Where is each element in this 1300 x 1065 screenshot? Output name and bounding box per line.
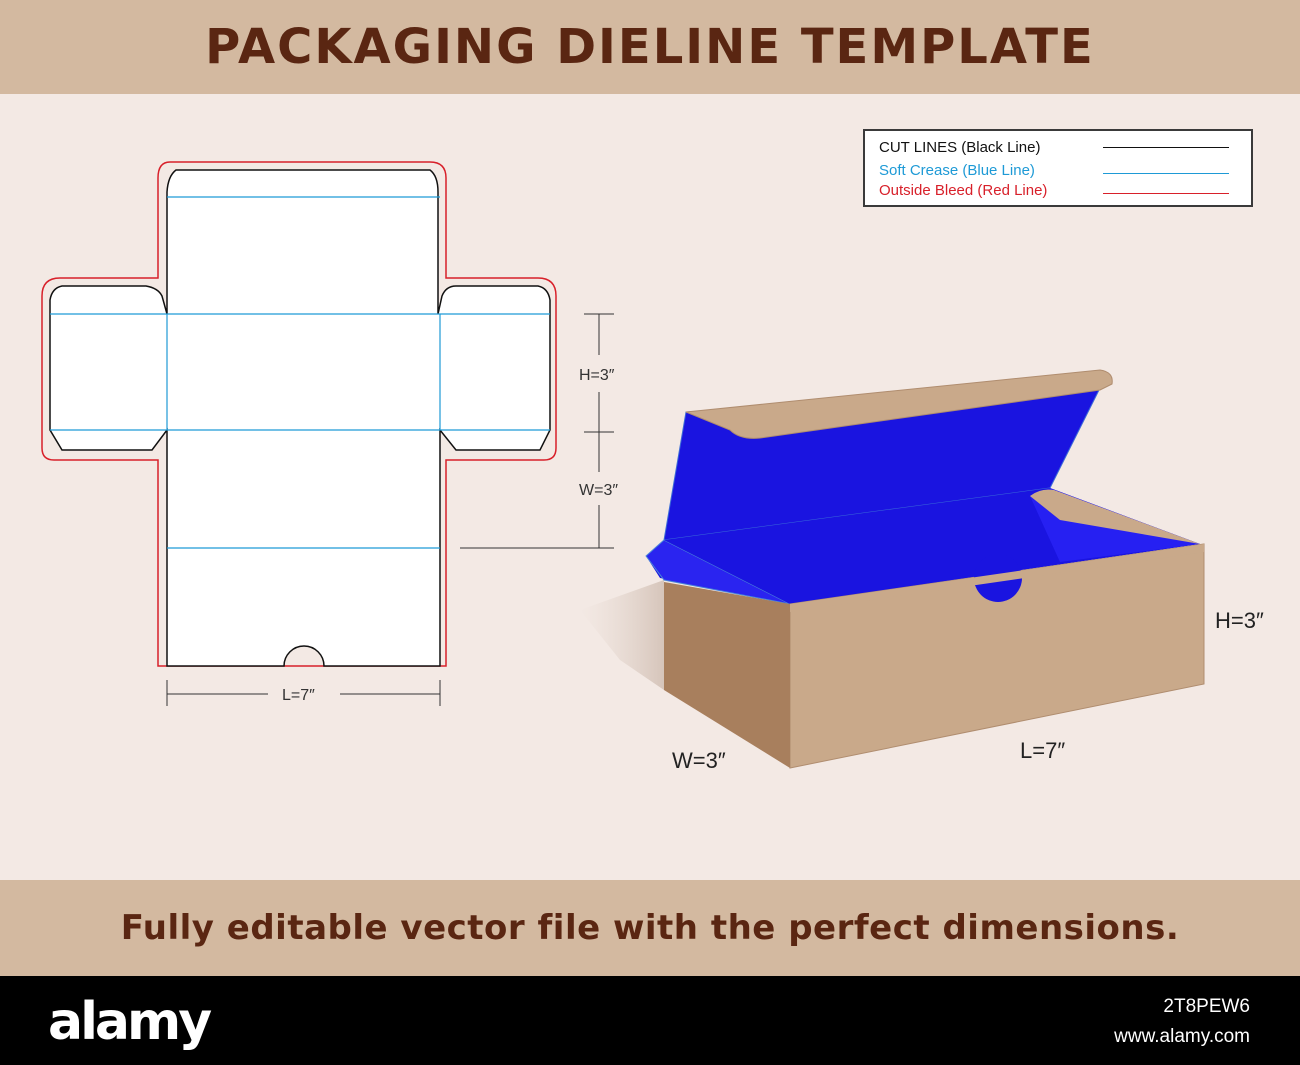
dieline-height-label: H=3″ — [579, 367, 615, 384]
footer-tagline: Fully editable vector file with the perf… — [0, 880, 1300, 976]
box-side-face — [664, 582, 790, 768]
dieline-diagram: L=7″ H=3″ W=3″ H=3″ L=7″ W=3″ — [41, 161, 1264, 773]
legend-crease-label: Soft Crease (Blue Line) — [879, 162, 1035, 179]
legend-crease-swatch — [1103, 173, 1229, 174]
watermark-logo: alamy — [48, 992, 212, 1052]
crease-lines — [50, 196, 550, 549]
box-length-label: L=7″ — [1020, 738, 1065, 763]
cut-outline — [49, 169, 551, 667]
bleed-outline — [41, 161, 557, 667]
line-legend: CUT LINES (Black Line) Soft Crease (Blue… — [863, 129, 1253, 207]
dieline-dimension-lines — [166, 313, 614, 706]
legend-cut-label: CUT LINES (Black Line) — [879, 139, 1041, 156]
page-title: PACKAGING DIELINE TEMPLATE — [0, 0, 1300, 94]
box-shadow — [580, 580, 664, 690]
box-height-label: H=3″ — [1215, 608, 1264, 633]
legend-bleed-label: Outside Bleed (Red Line) — [879, 182, 1048, 199]
legend-bleed-swatch — [1103, 193, 1229, 194]
watermark-site: www.alamy.com — [1114, 1026, 1250, 1047]
watermark-image-id: 2T8PEW6 — [1163, 996, 1250, 1017]
box-front-face-top-cover — [790, 544, 1204, 612]
box-lid-top — [685, 369, 1113, 439]
watermark-bar: alamy 2T8PEW6 www.alamy.com — [0, 976, 1300, 1065]
box-width-label: W=3″ — [672, 748, 726, 773]
box-right-inner-wall — [1030, 489, 1200, 544]
dieline-width-label: W=3″ — [579, 482, 618, 499]
legend-cut-swatch — [1103, 147, 1229, 148]
dieline-length-label: L=7″ — [282, 687, 315, 704]
